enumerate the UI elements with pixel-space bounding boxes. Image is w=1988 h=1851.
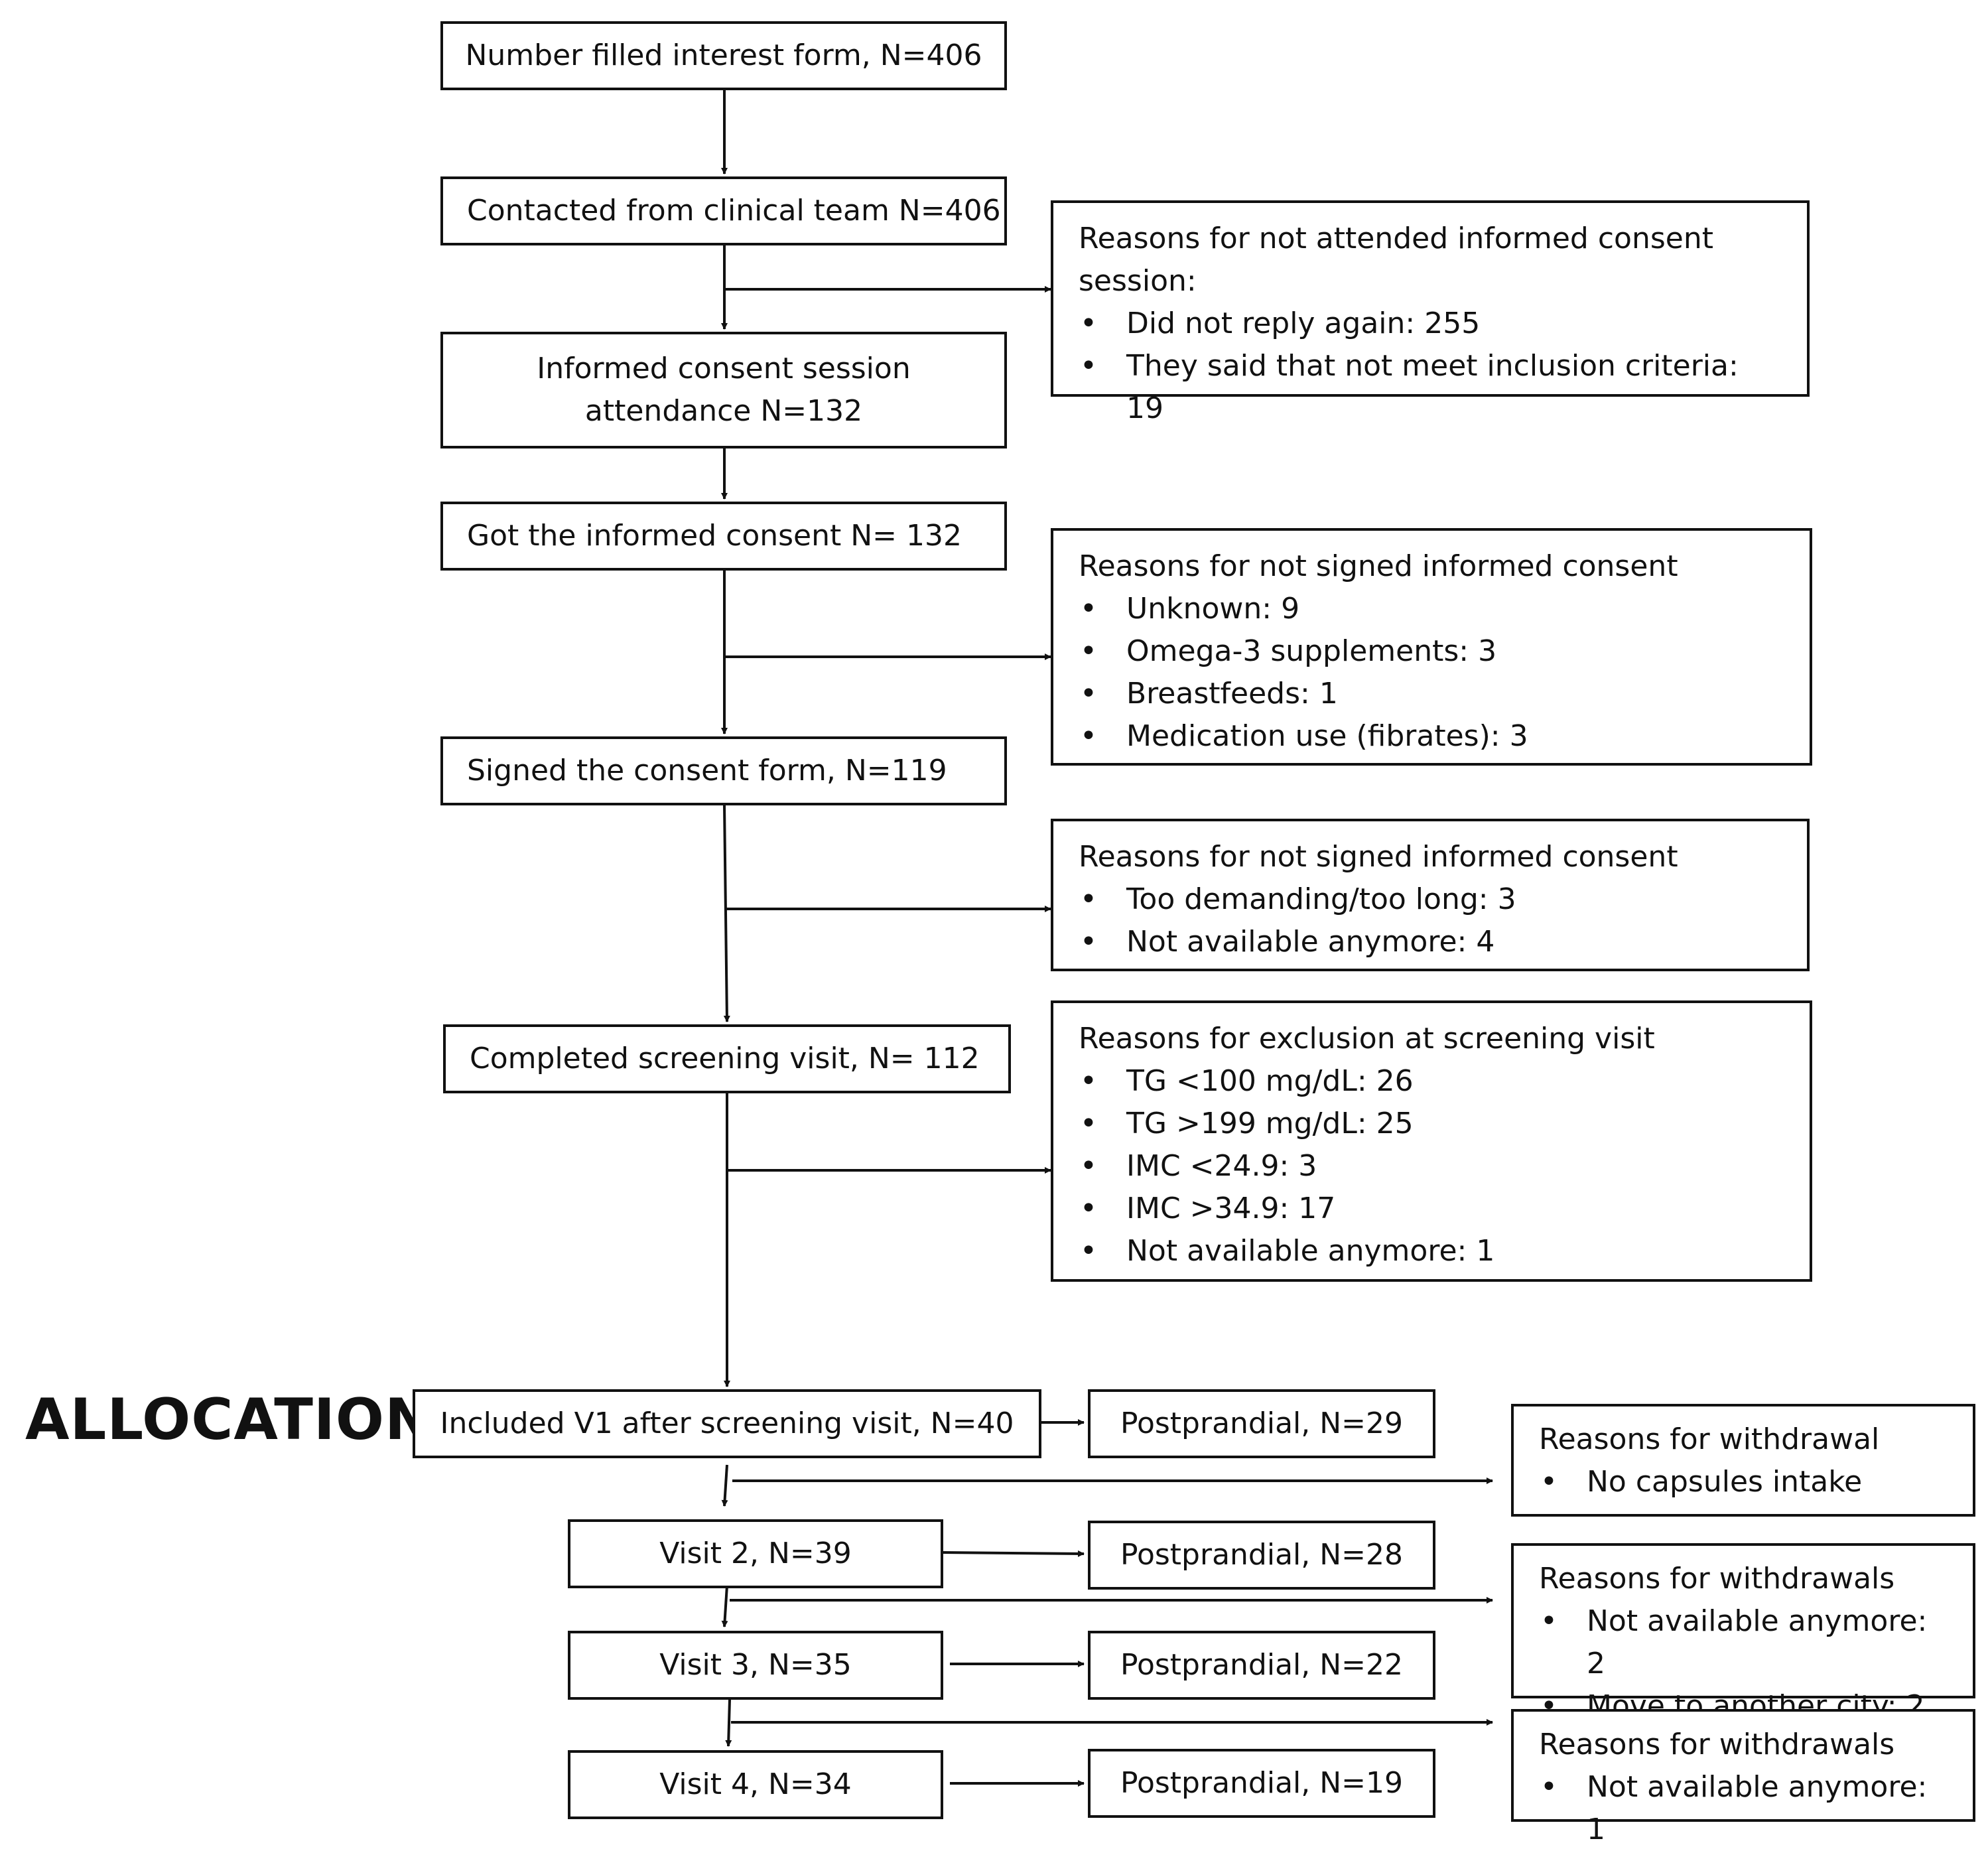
box-postprandial-v4: Postprandial, N=19 (1088, 1749, 1435, 1818)
box-withdrawal-2: Reasons for withdrawals Not available an… (1511, 1543, 1975, 1728)
box-reasons-not-signed-2: Reasons for not signed informed consent … (1051, 819, 1810, 971)
list-item: Not available anymore: 4 (1079, 921, 1783, 963)
box-screening-visit: Completed screening visit, N= 112 (443, 1024, 1011, 1093)
box-withdrawal-1: Reasons for withdrawal No capsules intak… (1511, 1404, 1975, 1517)
box-included-v1: Included V1 after screening visit, N=40 (413, 1389, 1041, 1458)
list-item: Breastfeeds: 1 (1079, 673, 1786, 715)
box-signed-consent: Signed the consent form, N=119 (440, 736, 1007, 805)
box-interest-form: Number filled interest form, N=406 (440, 21, 1007, 90)
box-reasons-not-signed-1: Reasons for not signed informed consent … (1051, 528, 1812, 766)
list-item: IMC >34.9: 17 (1079, 1188, 1786, 1230)
box-got-consent: Got the informed consent N= 132 (440, 502, 1007, 571)
box-contacted: Contacted from clinical team N=406 (440, 176, 1007, 245)
box-reasons-not-attended: Reasons for not attended informed consen… (1051, 200, 1810, 425)
allocation-heading: ALLOCATION (25, 1387, 433, 1453)
box-withdrawal-3: Reasons for withdrawals Not available an… (1511, 1709, 1975, 1846)
arrow-signed-to-screening (723, 805, 730, 1022)
list-item: Not available anymore: 1 (1079, 1230, 1786, 1272)
box-visit-3: Visit 3, N=35 (568, 1631, 943, 1700)
list-item: Too demanding/too long: 3 (1079, 878, 1783, 921)
box-postprandial-v1: Postprandial, N=29 (1088, 1389, 1435, 1458)
list-item: Did not reply again: 255 (1079, 303, 1783, 345)
box-postprandial-v2: Postprandial, N=28 (1088, 1521, 1435, 1590)
box-reasons-screening-exclusion: Reasons for exclusion at screening visit… (1051, 1000, 1812, 1282)
arrow-visit-2-to-postprandial-2 (941, 1550, 1085, 1557)
box-visit-4: Visit 4, N=34 (568, 1750, 943, 1819)
list-item: Not available anymore: 1 (1539, 1766, 1949, 1851)
arrow-included-to-visit-2 (721, 1464, 728, 1507)
list-item: TG >199 mg/dL: 25 (1079, 1103, 1786, 1145)
list-item: They said that not meet inclusion criter… (1079, 345, 1783, 430)
list-item: No capsules intake (1539, 1461, 1949, 1503)
arrow-visit-2-to-visit-3 (721, 1585, 728, 1627)
list-item: Unknown: 9 (1079, 588, 1786, 630)
list-item: TG <100 mg/dL: 26 (1079, 1060, 1786, 1103)
list-item: IMC <24.9: 3 (1079, 1145, 1786, 1188)
list-item: Medication use (fibrates): 3 (1079, 715, 1786, 758)
box-postprandial-v3: Postprandial, N=22 (1088, 1631, 1435, 1700)
box-visit-2: Visit 2, N=39 (568, 1519, 943, 1588)
list-item: Omega-3 supplements: 3 (1079, 630, 1786, 673)
box-consent-attendance: Informed consent session attendance N=13… (440, 332, 1007, 448)
arrow-visit-3-to-visit-4 (725, 1699, 732, 1747)
list-item: Not available anymore: 2 (1539, 1600, 1949, 1685)
